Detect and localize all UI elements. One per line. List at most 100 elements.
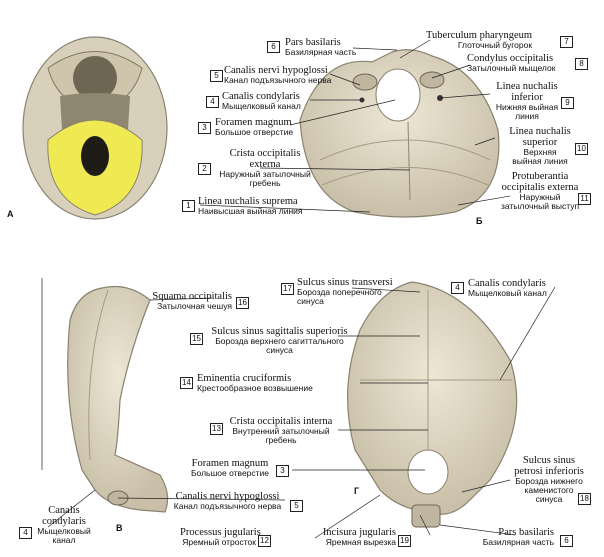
russian-term: Канал подъязычного нерва xyxy=(224,75,332,86)
label: Squama occipitalis Затылочная чешуя xyxy=(150,291,232,311)
label-num: 1 xyxy=(182,200,195,212)
russian-term: Борозда поперечного синуса xyxy=(297,287,382,306)
panel-letter-a: А xyxy=(7,209,14,219)
latin-term: Canalis condylaris xyxy=(222,91,300,102)
latin-term: Foramen magnum xyxy=(191,458,269,469)
label-num: 5 xyxy=(210,70,223,82)
label: Canalis condylaris Мыщелковый канал xyxy=(34,505,94,545)
label-num: 16 xyxy=(236,297,249,309)
label-num: 3 xyxy=(276,465,289,477)
latin-term: Tuberculum pharyngeum xyxy=(426,30,533,41)
latin-term: Incisura jugularis xyxy=(322,527,396,538)
latin-term: Linea nuchalis inferior xyxy=(496,81,558,104)
label-num: 4 xyxy=(451,282,464,294)
panel-letter-b: Б xyxy=(476,216,483,226)
label: Foramen magnum Большое отверстие xyxy=(215,117,293,137)
latin-term: Sulcus sinus transversi xyxy=(297,277,393,288)
label-num: 8 xyxy=(575,58,588,70)
latin-term: Eminentia cruciformis xyxy=(197,373,292,384)
russian-term: Большое отверстие xyxy=(190,468,270,479)
label-num: 19 xyxy=(398,535,411,547)
label: Foramen magnum Большое отверстие xyxy=(190,458,270,478)
label-num: 5 xyxy=(290,500,303,512)
label: Crista occipitalis externa Наружный заты… xyxy=(215,148,315,188)
label-num: 4 xyxy=(19,527,32,539)
russian-term: Верхняя выйная линия xyxy=(512,147,568,166)
russian-term: Наивысшая выйная линия xyxy=(198,206,303,217)
latin-term: Linea nuchalis suprema xyxy=(198,196,298,207)
panel-letter-v: В xyxy=(116,523,123,533)
label: Linea nuchalis superior Верхняя выйная л… xyxy=(508,126,572,166)
russian-term: Мыщелковый канал xyxy=(468,288,547,299)
latin-term: Crista occipitalis interna xyxy=(229,416,333,427)
label: Canalis nervi hypoglossi Канал подъязычн… xyxy=(224,65,331,85)
label: Sulcus sinus transversi Борозда поперечн… xyxy=(297,277,407,306)
label-num: 6 xyxy=(267,41,280,53)
russian-term: Базилярная часть xyxy=(285,47,357,58)
label-num: 3 xyxy=(198,122,211,134)
latin-term: Canalis nervi hypoglossi xyxy=(224,65,328,76)
russian-term: Большое отверстие xyxy=(215,127,294,138)
russian-term: Мыщелковый канал xyxy=(222,101,301,112)
russian-term: Канал подъязычного нерва xyxy=(173,501,282,512)
latin-term: Canalis condylaris xyxy=(42,505,86,528)
label-num: 13 xyxy=(210,423,223,435)
label-num: 17 xyxy=(281,283,294,295)
russian-term: Нижняя выйная линия xyxy=(495,102,559,121)
latin-term: Protuberantia occipitalis externa xyxy=(501,171,579,194)
label-num: 15 xyxy=(190,333,203,345)
occipital-lateral-illustration xyxy=(67,285,169,513)
latin-term: Sulcus sinus sagittalis superioris xyxy=(211,326,348,337)
leader-lines xyxy=(41,39,556,539)
label: Incisura jugularis Яремная вырезка xyxy=(320,527,396,547)
russian-term: Крестообразное возвышение xyxy=(197,383,313,394)
label: Crista occipitalis interna Внутренний за… xyxy=(226,416,336,445)
label: Sulcus sinus petrosi inferioris Борозда … xyxy=(510,455,588,504)
label: Pars basilaris Базилярная часть xyxy=(478,527,554,547)
latin-term: Squama occipitalis xyxy=(152,291,232,302)
latin-term: Canalis condylaris xyxy=(468,278,546,289)
latin-term: Crista occipitalis externa xyxy=(229,148,301,171)
label-num: 9 xyxy=(561,97,574,109)
latin-term: Foramen magnum xyxy=(215,117,292,128)
label: Sulcus sinus sagittalis superioris Бороз… xyxy=(207,326,352,355)
russian-term: Затылочный мыщелок xyxy=(467,63,556,74)
russian-term: Яремная вырезка xyxy=(325,537,396,548)
label: Condylus occipitalis Затылочный мыщелок xyxy=(467,53,555,73)
label-num: 2 xyxy=(198,163,211,175)
latin-term: Processus jugularis xyxy=(180,527,261,538)
label-num: 11 xyxy=(578,193,591,205)
russian-term: Затылочная чешуя xyxy=(157,301,232,312)
latin-term: Condylus occipitalis xyxy=(467,53,554,64)
russian-term: Глоточный бугорок xyxy=(457,40,533,51)
latin-term: Pars basilaris xyxy=(498,527,554,538)
russian-term: Базилярная часть xyxy=(482,537,554,548)
label-num: 4 xyxy=(206,96,219,108)
panel-letter-g: Г xyxy=(354,486,360,496)
russian-term: Наружный затылочный выступ xyxy=(500,192,580,211)
label-num: 10 xyxy=(575,143,588,155)
label: Eminentia cruciformis Крестообразное воз… xyxy=(197,373,313,393)
russian-term: Борозда нижнего каменистого синуса xyxy=(515,476,583,504)
label: Canalis condylaris Мыщелковый канал xyxy=(468,278,547,298)
latin-term: Canalis nervi hypoglossi xyxy=(175,491,280,502)
label-num: 6 xyxy=(560,535,573,547)
label: Linea nuchalis inferior Нижняя выйная ли… xyxy=(493,81,561,121)
skull-base-illustration xyxy=(22,36,168,220)
label: Tuberculum pharyngeum Глоточный бугорок xyxy=(426,30,532,50)
label: Canalis condylaris Мыщелковый канал xyxy=(222,91,301,111)
latin-term: Sulcus sinus petrosi inferioris xyxy=(514,455,584,478)
label: Linea nuchalis suprema Наивысшая выйная … xyxy=(198,196,303,216)
label: Protuberantia occipitalis externa Наружн… xyxy=(500,171,580,211)
label-num: 14 xyxy=(180,377,193,389)
label-num: 7 xyxy=(560,36,573,48)
russian-term: Внутренний затылочный гребень xyxy=(232,426,330,445)
label: Processus jugularis Яремный отросток xyxy=(180,527,261,547)
label-num: 12 xyxy=(258,535,271,547)
latin-term: Pars basilaris xyxy=(285,37,341,48)
latin-term: Linea nuchalis superior xyxy=(509,126,571,149)
label-num: 18 xyxy=(578,493,591,505)
russian-term: Наружный затылочный гребень xyxy=(219,169,311,188)
